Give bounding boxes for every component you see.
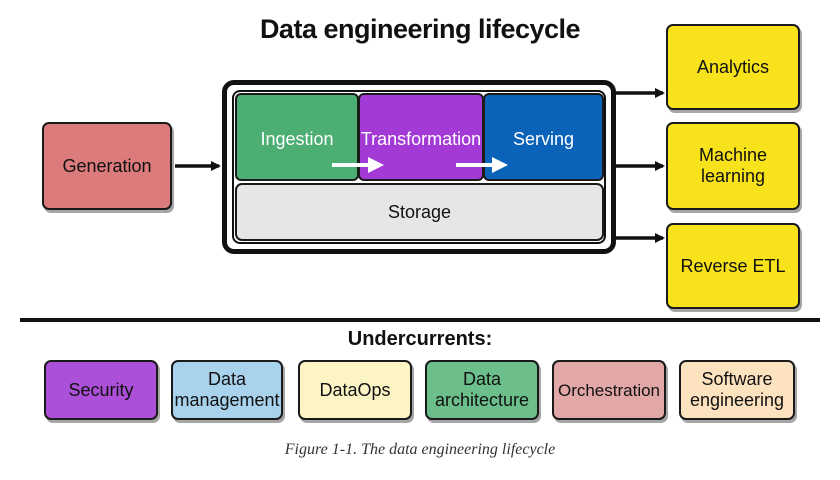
undercurrent-label: Data management [174,369,280,410]
figure-caption: Figure 1-1. The data engineering lifecyc… [284,441,556,458]
undercurrent-data-architecture: Data architecture [425,360,539,420]
transformation-label: Transformation [360,129,482,149]
undercurrent-security: Security [44,360,158,420]
undercurrent-dataops: DataOps [298,360,412,420]
reverse-etl-label: Reverse ETL [680,255,786,276]
undercurrent-software-engineering: Software engineering [679,360,795,420]
analytics-box: Analytics [666,24,800,110]
diagram-title: Data engineering lifecycle [259,14,581,44]
serving-label: Serving [512,129,575,149]
undercurrents-title: Undercurrents: [347,328,493,350]
undercurrent-orchestration: Orchestration [552,360,666,420]
ingestion-label: Ingestion [260,129,334,149]
analytics-label: Analytics [696,56,770,77]
undercurrent-label: Orchestration [557,380,661,400]
undercurrent-label: Data architecture [434,369,530,410]
reverse-etl-box: Reverse ETL [666,223,800,309]
storage-box: Storage [235,183,604,241]
undercurrent-data-management: Data management [171,360,283,420]
serving-box: Serving [483,93,604,181]
section-divider [20,318,820,322]
storage-label: Storage [387,201,452,222]
machine-learning-label: Machine learning [698,145,768,186]
transformation-to-serving-arrow-icon [456,157,508,173]
machine-learning-box: Machine learning [666,122,800,210]
undercurrent-label: DataOps [319,379,391,400]
generation-label: Generation [62,155,152,176]
undercurrent-label: Software engineering [689,369,785,410]
ingestion-to-transformation-arrow-icon [332,157,384,173]
generation-box: Generation [42,122,172,210]
lifecycle-inner-frame [232,90,606,244]
undercurrent-label: Security [68,379,134,400]
